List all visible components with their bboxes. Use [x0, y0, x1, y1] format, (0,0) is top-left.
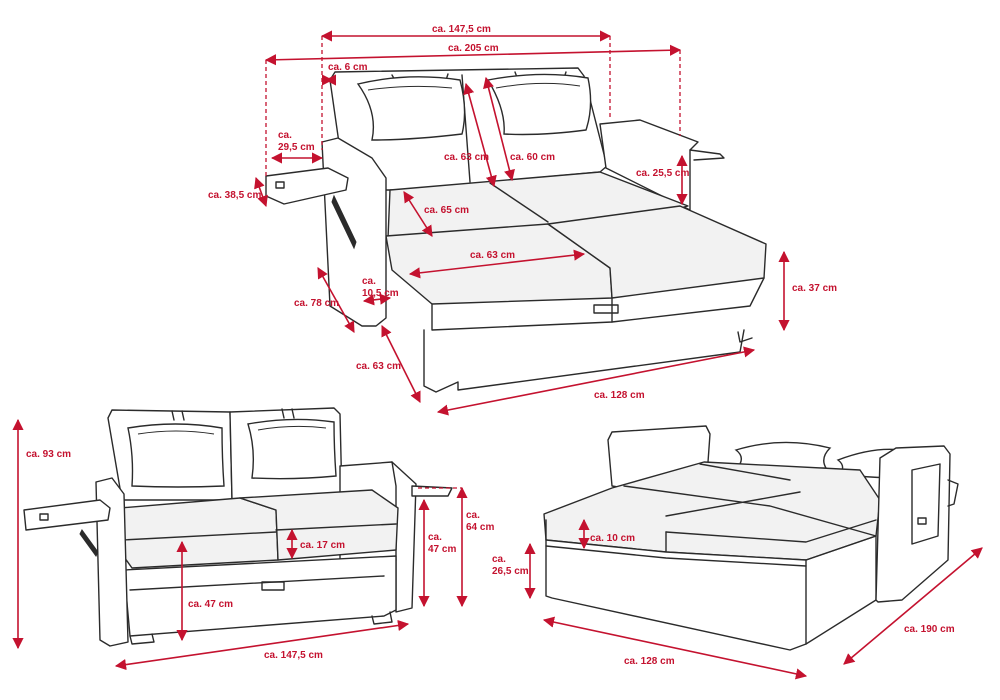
label-64-line1: ca. — [466, 510, 480, 521]
label-bed-128: ca. 128 cm — [624, 656, 675, 667]
label-17: ca. 17 cm — [300, 540, 345, 551]
label-25: ca. 25,5 cm — [636, 168, 689, 179]
label-78: ca. 78 cm — [294, 298, 339, 309]
label-width-205: ca. 205 cm — [448, 43, 499, 54]
label-front-147: ca. 147,5 cm — [264, 650, 323, 661]
label-10-line1: ca. — [362, 276, 376, 287]
front-sofa-dimensions: ca. 93 cm ca. 64 cm ca. 47 cm ca. 17 cm … — [12, 418, 494, 671]
label-29-line1: ca. — [278, 130, 292, 141]
label-10-line2: 10,5 cm — [362, 288, 399, 299]
front-pillow-left — [127, 423, 225, 488]
label-60: ca. 60 cm — [510, 152, 555, 163]
label-63-depth: ca. 63 cm — [356, 361, 401, 372]
label-63-back: ca. 63 cm — [444, 152, 489, 163]
label-64-line2: 64 cm — [466, 522, 494, 533]
label-65: ca. 65 cm — [424, 205, 469, 216]
label-47: ca. 47 cm — [188, 599, 233, 610]
label-width-147: ca. 147,5 cm — [432, 24, 491, 35]
front-sofa-drawing — [23, 407, 453, 647]
label-47-side-line2: 47 cm — [428, 544, 456, 555]
label-37: ca. 37 cm — [792, 283, 837, 294]
label-6: ca. 6 cm — [328, 62, 368, 73]
label-26-line2: 26,5 cm — [492, 566, 529, 577]
label-93: ca. 93 cm — [26, 449, 71, 460]
front-drawer-handle — [261, 581, 285, 591]
label-128: ca. 128 cm — [594, 390, 645, 401]
pillow-left — [356, 76, 466, 141]
label-26-line1: ca. — [492, 554, 506, 565]
label-bed-190: ca. 190 cm — [904, 624, 955, 635]
drawer-handle — [593, 304, 619, 314]
top-sofa-dimensions: ca. 147,5 cm ca. 205 cm ca. 6 cm ca. 29,… — [208, 24, 837, 416]
label-bed-10: ca. 10 cm — [590, 533, 635, 544]
top-sofa-drawing — [265, 67, 767, 393]
label-47-side-line1: ca. — [428, 532, 442, 543]
bed-dimensions: ca. 10 cm ca. 26,5 cm ca. 128 cm ca. 190… — [492, 518, 983, 680]
label-63-seat: ca. 63 cm — [470, 250, 515, 261]
label-29-line2: 29,5 cm — [278, 142, 315, 153]
label-38: ca. 38,5 cm — [208, 190, 261, 201]
front-pillow-right — [247, 418, 337, 480]
